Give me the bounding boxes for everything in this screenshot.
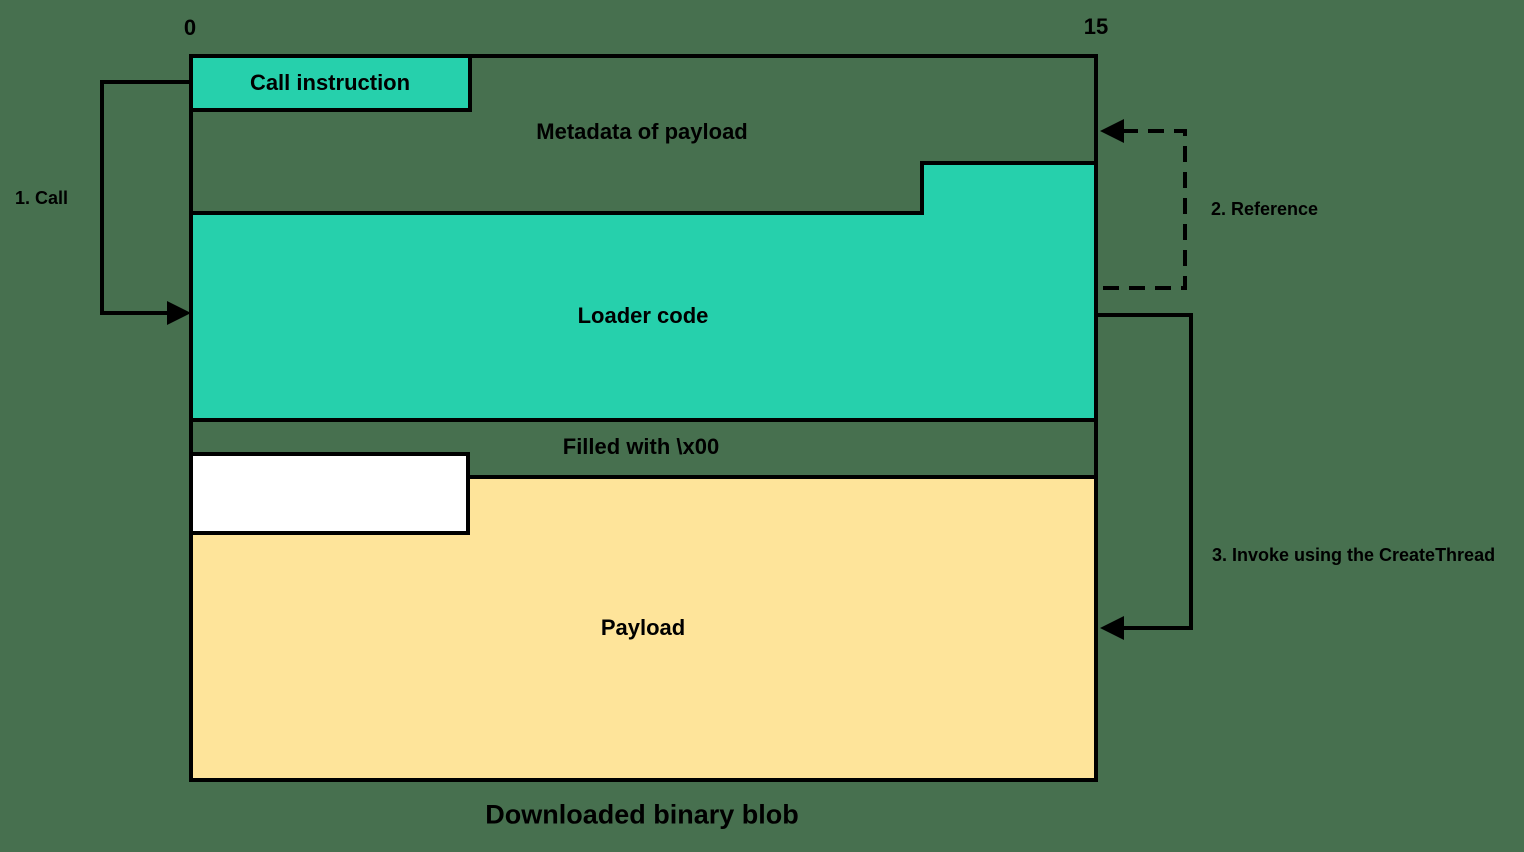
annotation-call: 1. Call xyxy=(15,188,69,208)
blob-outline xyxy=(189,54,1098,782)
loader-code-label: Loader code xyxy=(577,303,709,328)
loader-code-region xyxy=(189,161,1098,422)
offset-end-tick: 15 xyxy=(1083,14,1109,39)
call-arrowhead-icon xyxy=(167,301,191,325)
filler-label: Filled with \x00 xyxy=(562,434,720,459)
payload-label: Payload xyxy=(600,615,686,640)
call-arrow-line xyxy=(100,80,191,315)
call-instruction-region xyxy=(189,54,472,112)
reference-arrowhead-icon xyxy=(1100,119,1124,143)
annotation-invoke: 3. Invoke using the CreateThread xyxy=(1212,545,1496,565)
invoke-arrow-line xyxy=(1098,313,1193,630)
empty-white-region xyxy=(189,452,470,535)
invoke-arrowhead-icon xyxy=(1100,616,1124,640)
diagram-caption: Downloaded binary blob xyxy=(485,799,799,830)
call-instruction-label: Call instruction xyxy=(249,70,411,95)
offset-start-tick: 0 xyxy=(183,15,197,40)
reference-arrow-line xyxy=(1098,129,1187,290)
annotation-reference: 2. Reference xyxy=(1211,199,1319,219)
metadata-label: Metadata of payload xyxy=(536,119,748,144)
